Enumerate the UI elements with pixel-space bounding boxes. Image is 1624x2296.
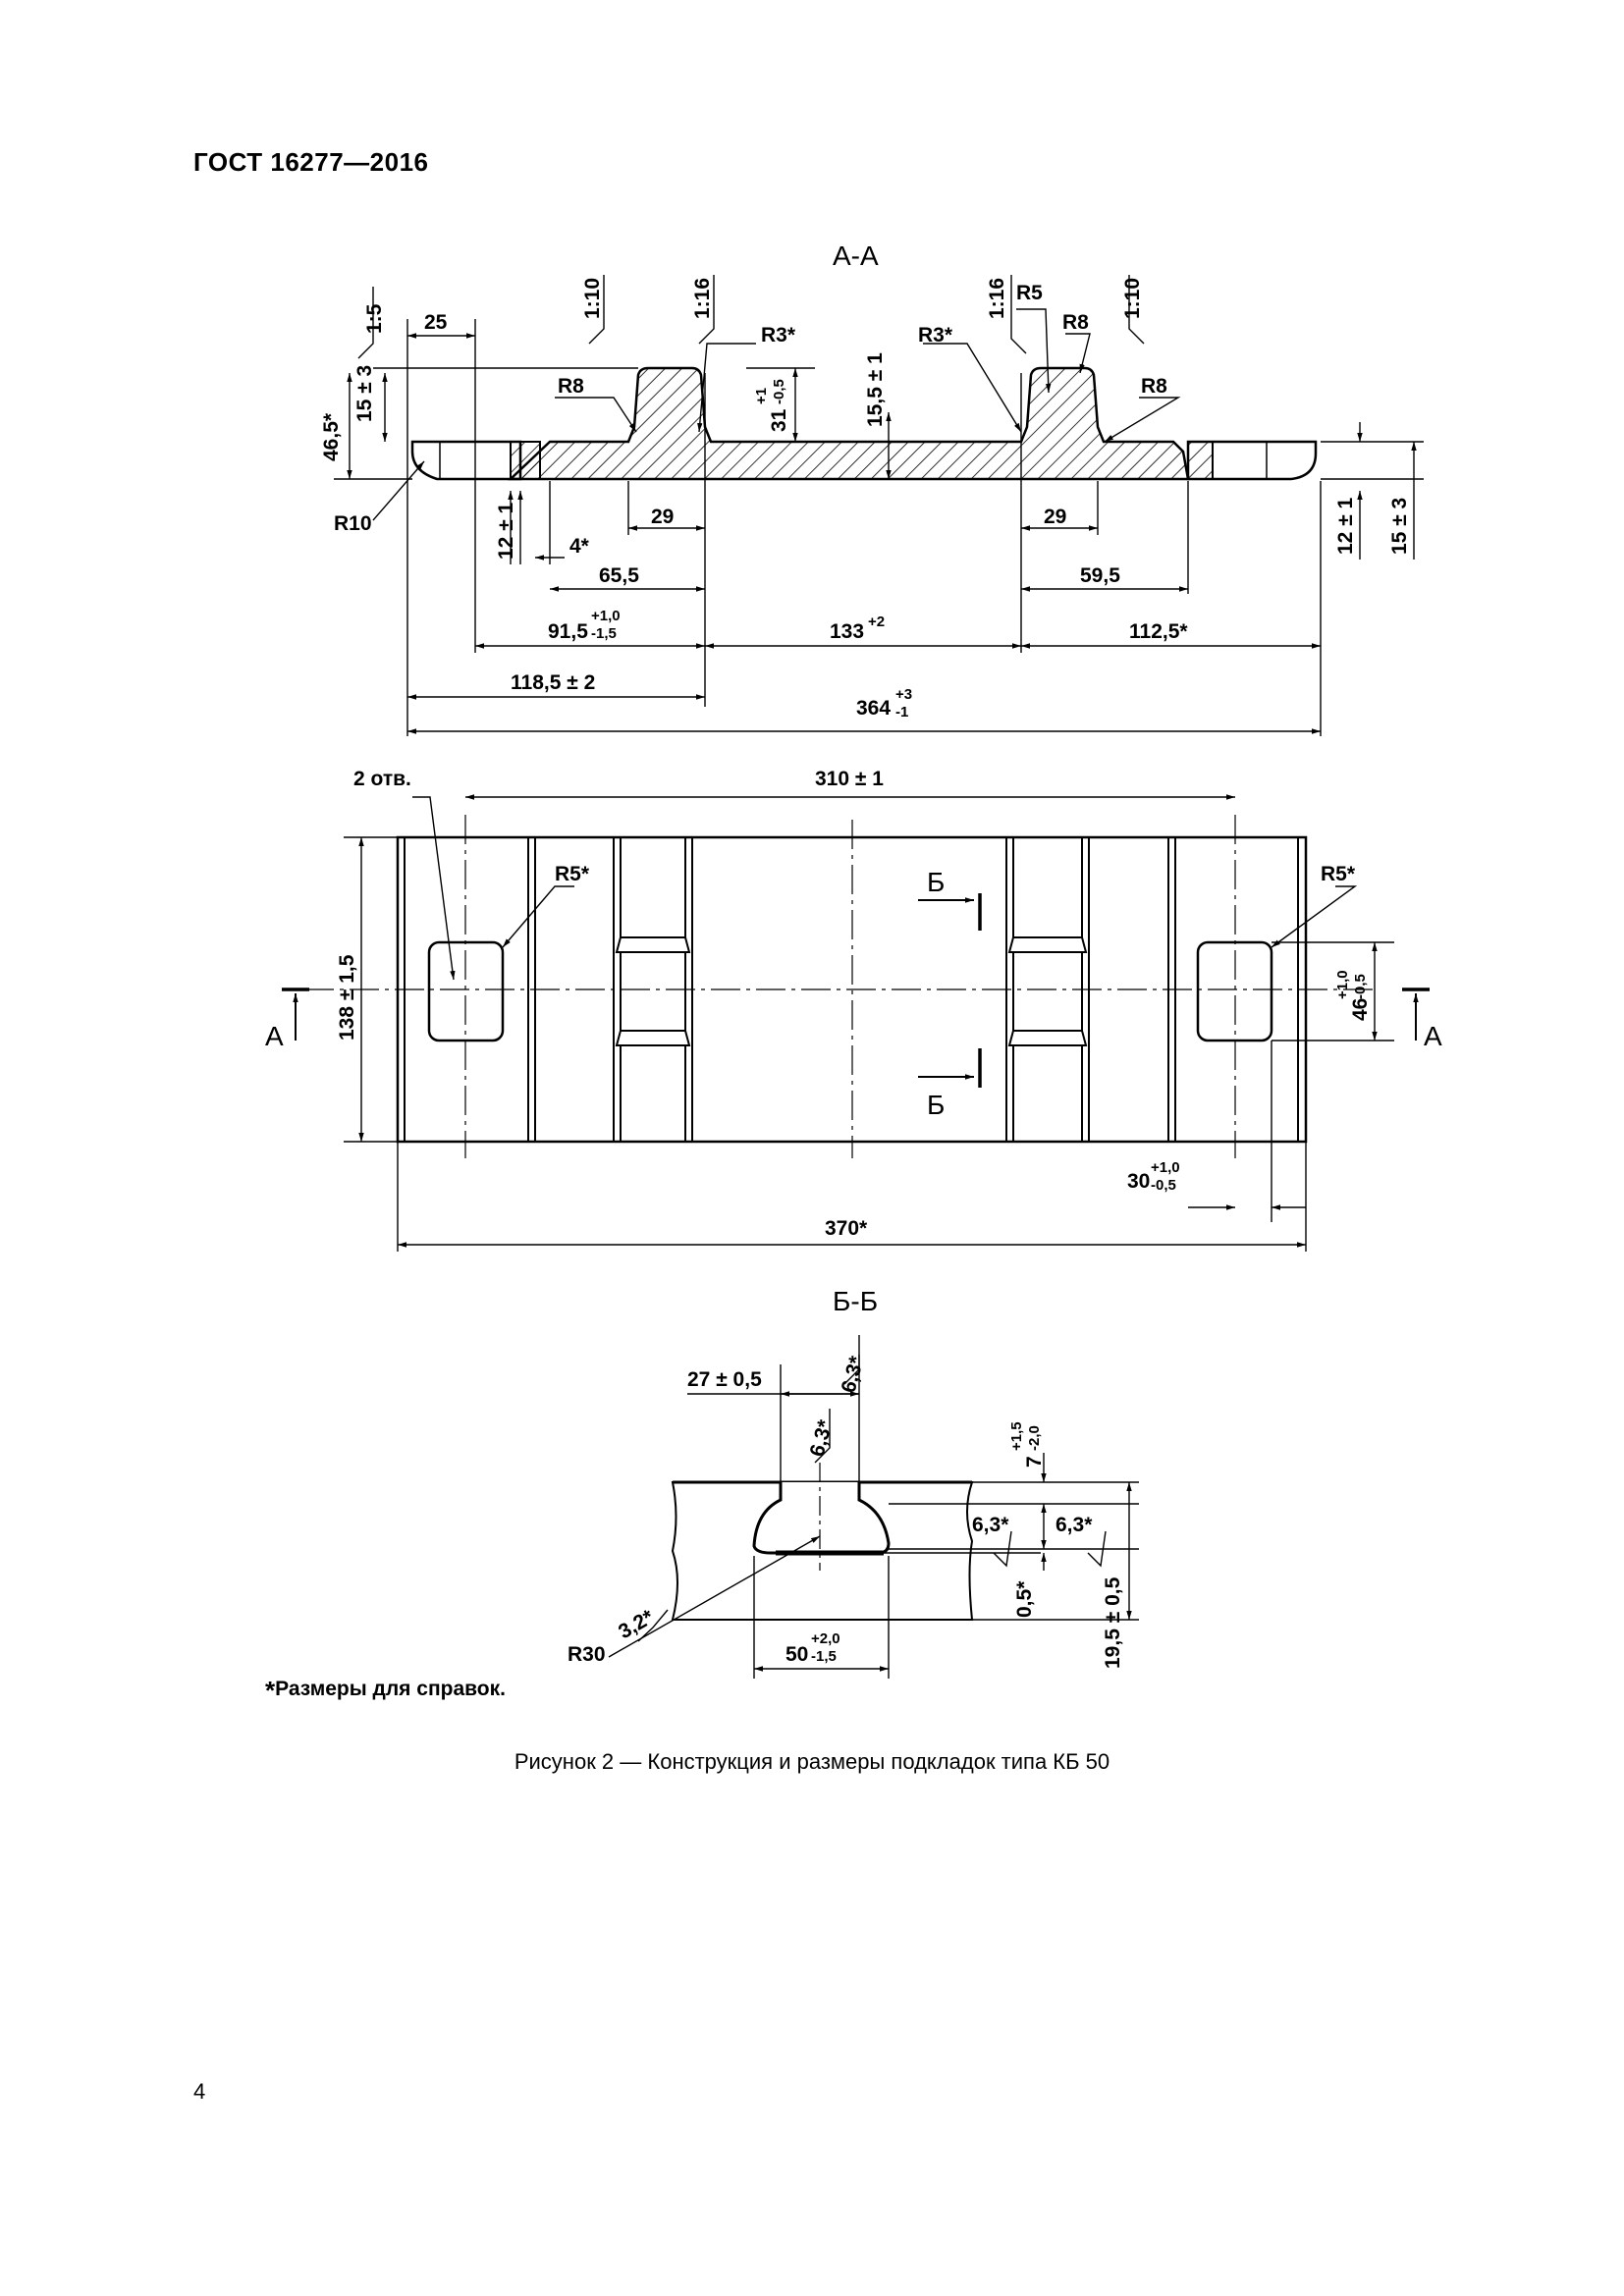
- radius-r5-right: R5*: [1321, 863, 1356, 885]
- dim-310: 310 ± 1: [815, 768, 884, 790]
- radius-r8-left: R8: [558, 375, 584, 398]
- section-bb-title: Б-Б: [833, 1286, 878, 1316]
- dim-118-5: 118,5 ± 2: [511, 671, 595, 694]
- dim-65-5: 65,5: [599, 564, 639, 587]
- dim-46-tol-dn: -0,5: [1352, 974, 1369, 999]
- radius-r10: R10: [334, 512, 372, 535]
- footnote-text: Размеры для справок.: [275, 1678, 506, 1700]
- dim-364-tol-dn: -1: [895, 704, 908, 721]
- dim-0-5: 0,5*: [1013, 1580, 1036, 1618]
- slope-1-5: 1:5: [363, 303, 386, 334]
- radius-r3-right: R3*: [918, 324, 953, 347]
- dim-46: 46: [1349, 998, 1372, 1021]
- dim-364-tol-up: +3: [895, 686, 912, 703]
- dim-50-tol-up: +2,0: [811, 1630, 840, 1647]
- dim-59-5: 59,5: [1080, 564, 1120, 587]
- roughness-right-1: 6,3*: [972, 1514, 1009, 1536]
- roughness-top: 6,3*: [838, 1353, 869, 1395]
- holes-label: 2 отв.: [353, 768, 411, 790]
- dim-30: 30: [1127, 1170, 1150, 1193]
- dim-46-5: 46,5*: [320, 412, 343, 461]
- section-bb-slot: [752, 1482, 891, 1555]
- cut-b-bottom: Б: [927, 1090, 945, 1120]
- dim-31-tol-up: +1: [753, 388, 770, 404]
- dim-12-1-right: 12 ± 1: [1334, 497, 1357, 555]
- radius-r3-left: R3*: [761, 324, 796, 347]
- dim-364: 364: [856, 697, 891, 720]
- roughness-right-2: 6,3*: [1056, 1514, 1093, 1536]
- dim-50-tol-dn: -1,5: [811, 1648, 837, 1665]
- dim-25: 25: [424, 311, 448, 334]
- dim-29-right: 29: [1044, 506, 1066, 528]
- section-aa: А-А: [320, 240, 1424, 736]
- footnote: *Размеры для справок.: [265, 1676, 506, 1706]
- section-bb-body: [671, 1481, 974, 1621]
- dim-29-left: 29: [651, 506, 674, 528]
- plan-view: 2 отв. 310 ± 1 R5* R5* 138 ± 1,5 46 +1,0…: [265, 768, 1442, 1252]
- footnote-star: *: [265, 1676, 276, 1705]
- cut-a-left: А: [265, 1021, 284, 1051]
- cut-b-top: Б: [927, 867, 945, 897]
- dim-27: 27 ± 0,5: [687, 1368, 762, 1391]
- dim-7-tol-up: +1,5: [1008, 1421, 1025, 1451]
- dim-91-5-tol-dn: -1,5: [591, 625, 617, 642]
- slope-1-16-right: 1:16: [986, 278, 1008, 319]
- section-aa-left-flange: [410, 440, 522, 481]
- page-number: 4: [193, 2079, 206, 2104]
- dim-133-tol: +2: [868, 614, 885, 630]
- slope-1-16-left: 1:16: [691, 278, 714, 319]
- dim-15-3-left: 15 ± 3: [353, 365, 376, 422]
- slope-1-10-right: 1:10: [1121, 278, 1144, 319]
- section-bb: Б-Б: [568, 1286, 1139, 1679]
- dim-30-tol-up: +1,0: [1151, 1159, 1180, 1176]
- dim-91-5-tol-up: +1,0: [591, 608, 621, 624]
- document-code: ГОСТ 16277—2016: [193, 147, 429, 177]
- section-aa-right-flange: [1186, 440, 1318, 481]
- dim-31: 31: [768, 408, 790, 432]
- slope-1-10-left: 1:10: [581, 278, 604, 319]
- dim-19-5: 19,5 ± 0,5: [1102, 1576, 1124, 1669]
- dim-370: 370*: [825, 1217, 868, 1240]
- roughness-3-2: 3,2*: [615, 1605, 659, 1643]
- dim-133: 133: [830, 620, 864, 643]
- dim-112-5: 112,5*: [1129, 620, 1188, 643]
- cut-a-right: А: [1424, 1021, 1442, 1051]
- dim-31-tol-dn: -0,5: [771, 379, 787, 404]
- dim-7-tol-dn: -2,0: [1026, 1425, 1043, 1451]
- radius-r5: R5: [1016, 282, 1043, 304]
- dim-46-tol-up: +1,0: [1334, 970, 1351, 999]
- figure-caption: Рисунок 2 — Конструкция и размеры подкла…: [514, 1749, 1110, 1774]
- radius-r30: R30: [568, 1643, 606, 1666]
- dim-7: 7: [1023, 1456, 1046, 1468]
- dim-15-5: 15,5 ± 1: [864, 352, 887, 427]
- dim-50: 50: [785, 1643, 808, 1666]
- radius-r8-top: R8: [1062, 311, 1089, 334]
- section-aa-profile: [507, 366, 1190, 481]
- radius-r8-right: R8: [1141, 375, 1167, 398]
- dim-4: 4*: [569, 535, 590, 558]
- dim-12-1-left: 12 ± 1: [495, 502, 517, 560]
- dim-15-3-right: 15 ± 3: [1388, 498, 1411, 555]
- dim-91-5: 91,5: [548, 620, 588, 643]
- roughness-mid: 6,3*: [806, 1416, 838, 1459]
- dim-30-tol-dn: -0,5: [1151, 1177, 1176, 1194]
- radius-r5-left: R5*: [555, 863, 590, 885]
- section-aa-title: А-А: [833, 240, 879, 271]
- dim-138: 138 ± 1,5: [336, 954, 358, 1041]
